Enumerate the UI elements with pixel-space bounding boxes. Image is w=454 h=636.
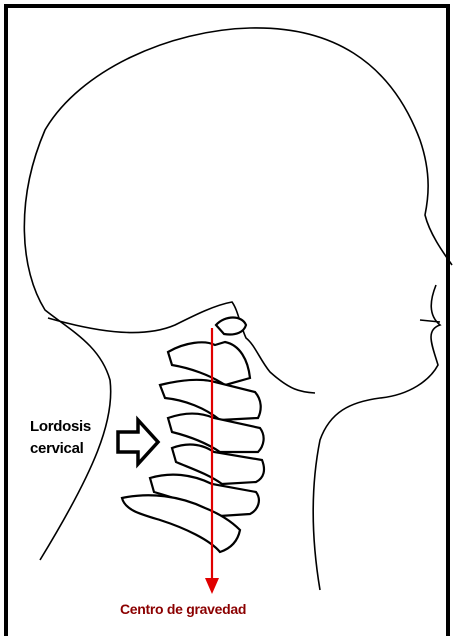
mouth-line bbox=[420, 320, 440, 322]
down-arrow-icon bbox=[205, 578, 219, 594]
center-of-gravity-label: Centro de gravedad bbox=[120, 601, 246, 617]
lordosis-label-line2: cervical bbox=[30, 440, 83, 458]
jaw-outline bbox=[313, 285, 440, 590]
vertebra-c1 bbox=[216, 318, 246, 335]
vertebra-c3 bbox=[160, 380, 261, 420]
hollow-right-arrow-icon bbox=[118, 420, 158, 464]
lordosis-label-line1: Lordosis bbox=[30, 418, 91, 436]
vertebra-c2 bbox=[168, 342, 250, 385]
